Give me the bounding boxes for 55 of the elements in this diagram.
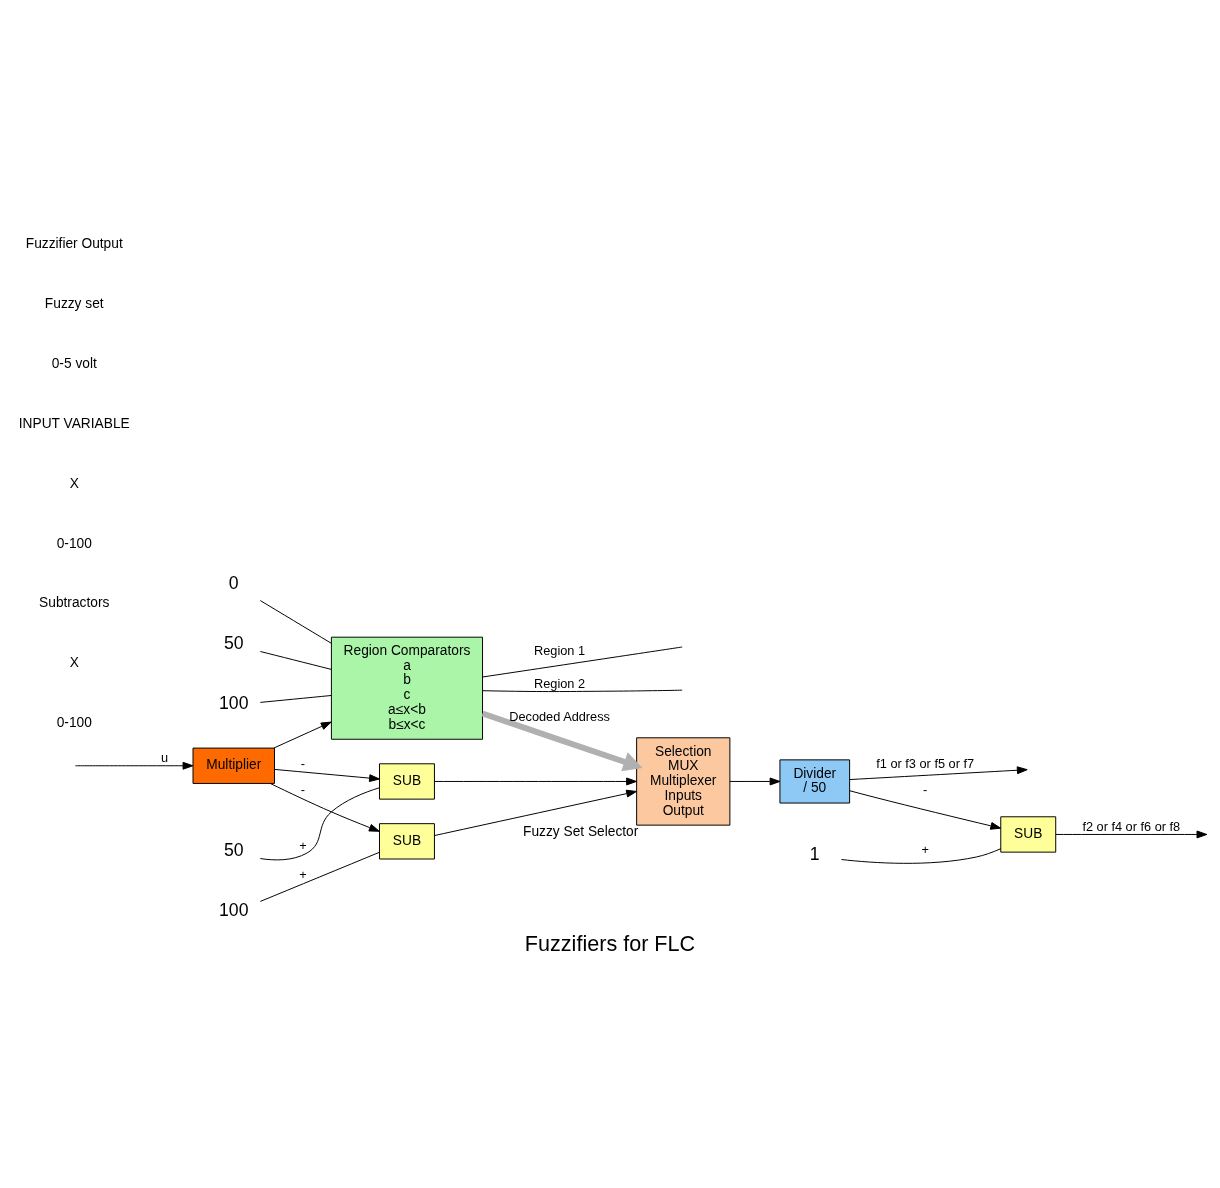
node-box: SUB [379, 823, 435, 860]
arrow [729, 777, 781, 786]
node-box: Divider / 50 [779, 759, 851, 804]
arrow [434, 777, 637, 786]
connector [259, 651, 332, 670]
arrow [273, 721, 332, 749]
connector [840, 848, 1002, 864]
edge-label: - [923, 781, 928, 797]
node-text: 50 [223, 840, 244, 861]
label: 0-5 volt [51, 355, 97, 371]
node-text: 0 [228, 573, 239, 594]
label: Subtractors [39, 595, 110, 611]
connector [259, 851, 380, 902]
edge-label: + [299, 837, 307, 853]
connector [259, 787, 380, 861]
label: Fuzzifier Output [25, 236, 123, 252]
edge-label: + [299, 867, 307, 883]
node-box: SUB [1000, 816, 1057, 853]
node-box: Multiplier [192, 747, 275, 784]
edge-label: f2 or f4 or f6 or f8 [1082, 818, 1181, 834]
edge-label: Decoded Address [509, 709, 610, 724]
label: 0-100 [56, 535, 92, 551]
arrow [274, 768, 380, 783]
connector [259, 695, 332, 703]
node-text: 100 [219, 693, 249, 714]
node-label: Fuzzy Set Selector [523, 824, 639, 840]
label: 0-100 [56, 715, 92, 731]
arrow [481, 710, 643, 772]
edge-label: - [300, 756, 306, 772]
arrow [849, 790, 1002, 830]
arrow [74, 761, 194, 770]
label: Fuzzy set [44, 296, 104, 312]
edge-label: Region 1 [534, 643, 586, 659]
edge-label: Region 2 [534, 675, 586, 691]
node-text: 50 [223, 633, 244, 654]
node-text: 1 [809, 844, 820, 865]
arrow [434, 789, 637, 837]
arrow [849, 766, 1028, 781]
label: X [69, 655, 79, 671]
node-box: SUB [379, 763, 435, 800]
edge-label: + [921, 841, 929, 857]
node-box: Selection MUX Multiplexer Inputs Output [636, 737, 731, 826]
node-box: Region Comparators a b c a≤x<b b≤x<c [330, 636, 484, 740]
label: X [69, 475, 79, 491]
edge-label: u [161, 750, 169, 766]
edge-label: - [300, 781, 306, 797]
connector [482, 646, 683, 678]
arrow [269, 782, 380, 832]
connector [259, 600, 332, 644]
connector [482, 689, 683, 693]
edge-label: f1 or f3 or f5 or f7 [876, 756, 975, 772]
label: INPUT VARIABLE [18, 415, 130, 431]
node-text: 100 [219, 900, 249, 921]
diagram-title: Fuzzifiers for FLC [524, 930, 696, 956]
arrow [1055, 830, 1208, 839]
